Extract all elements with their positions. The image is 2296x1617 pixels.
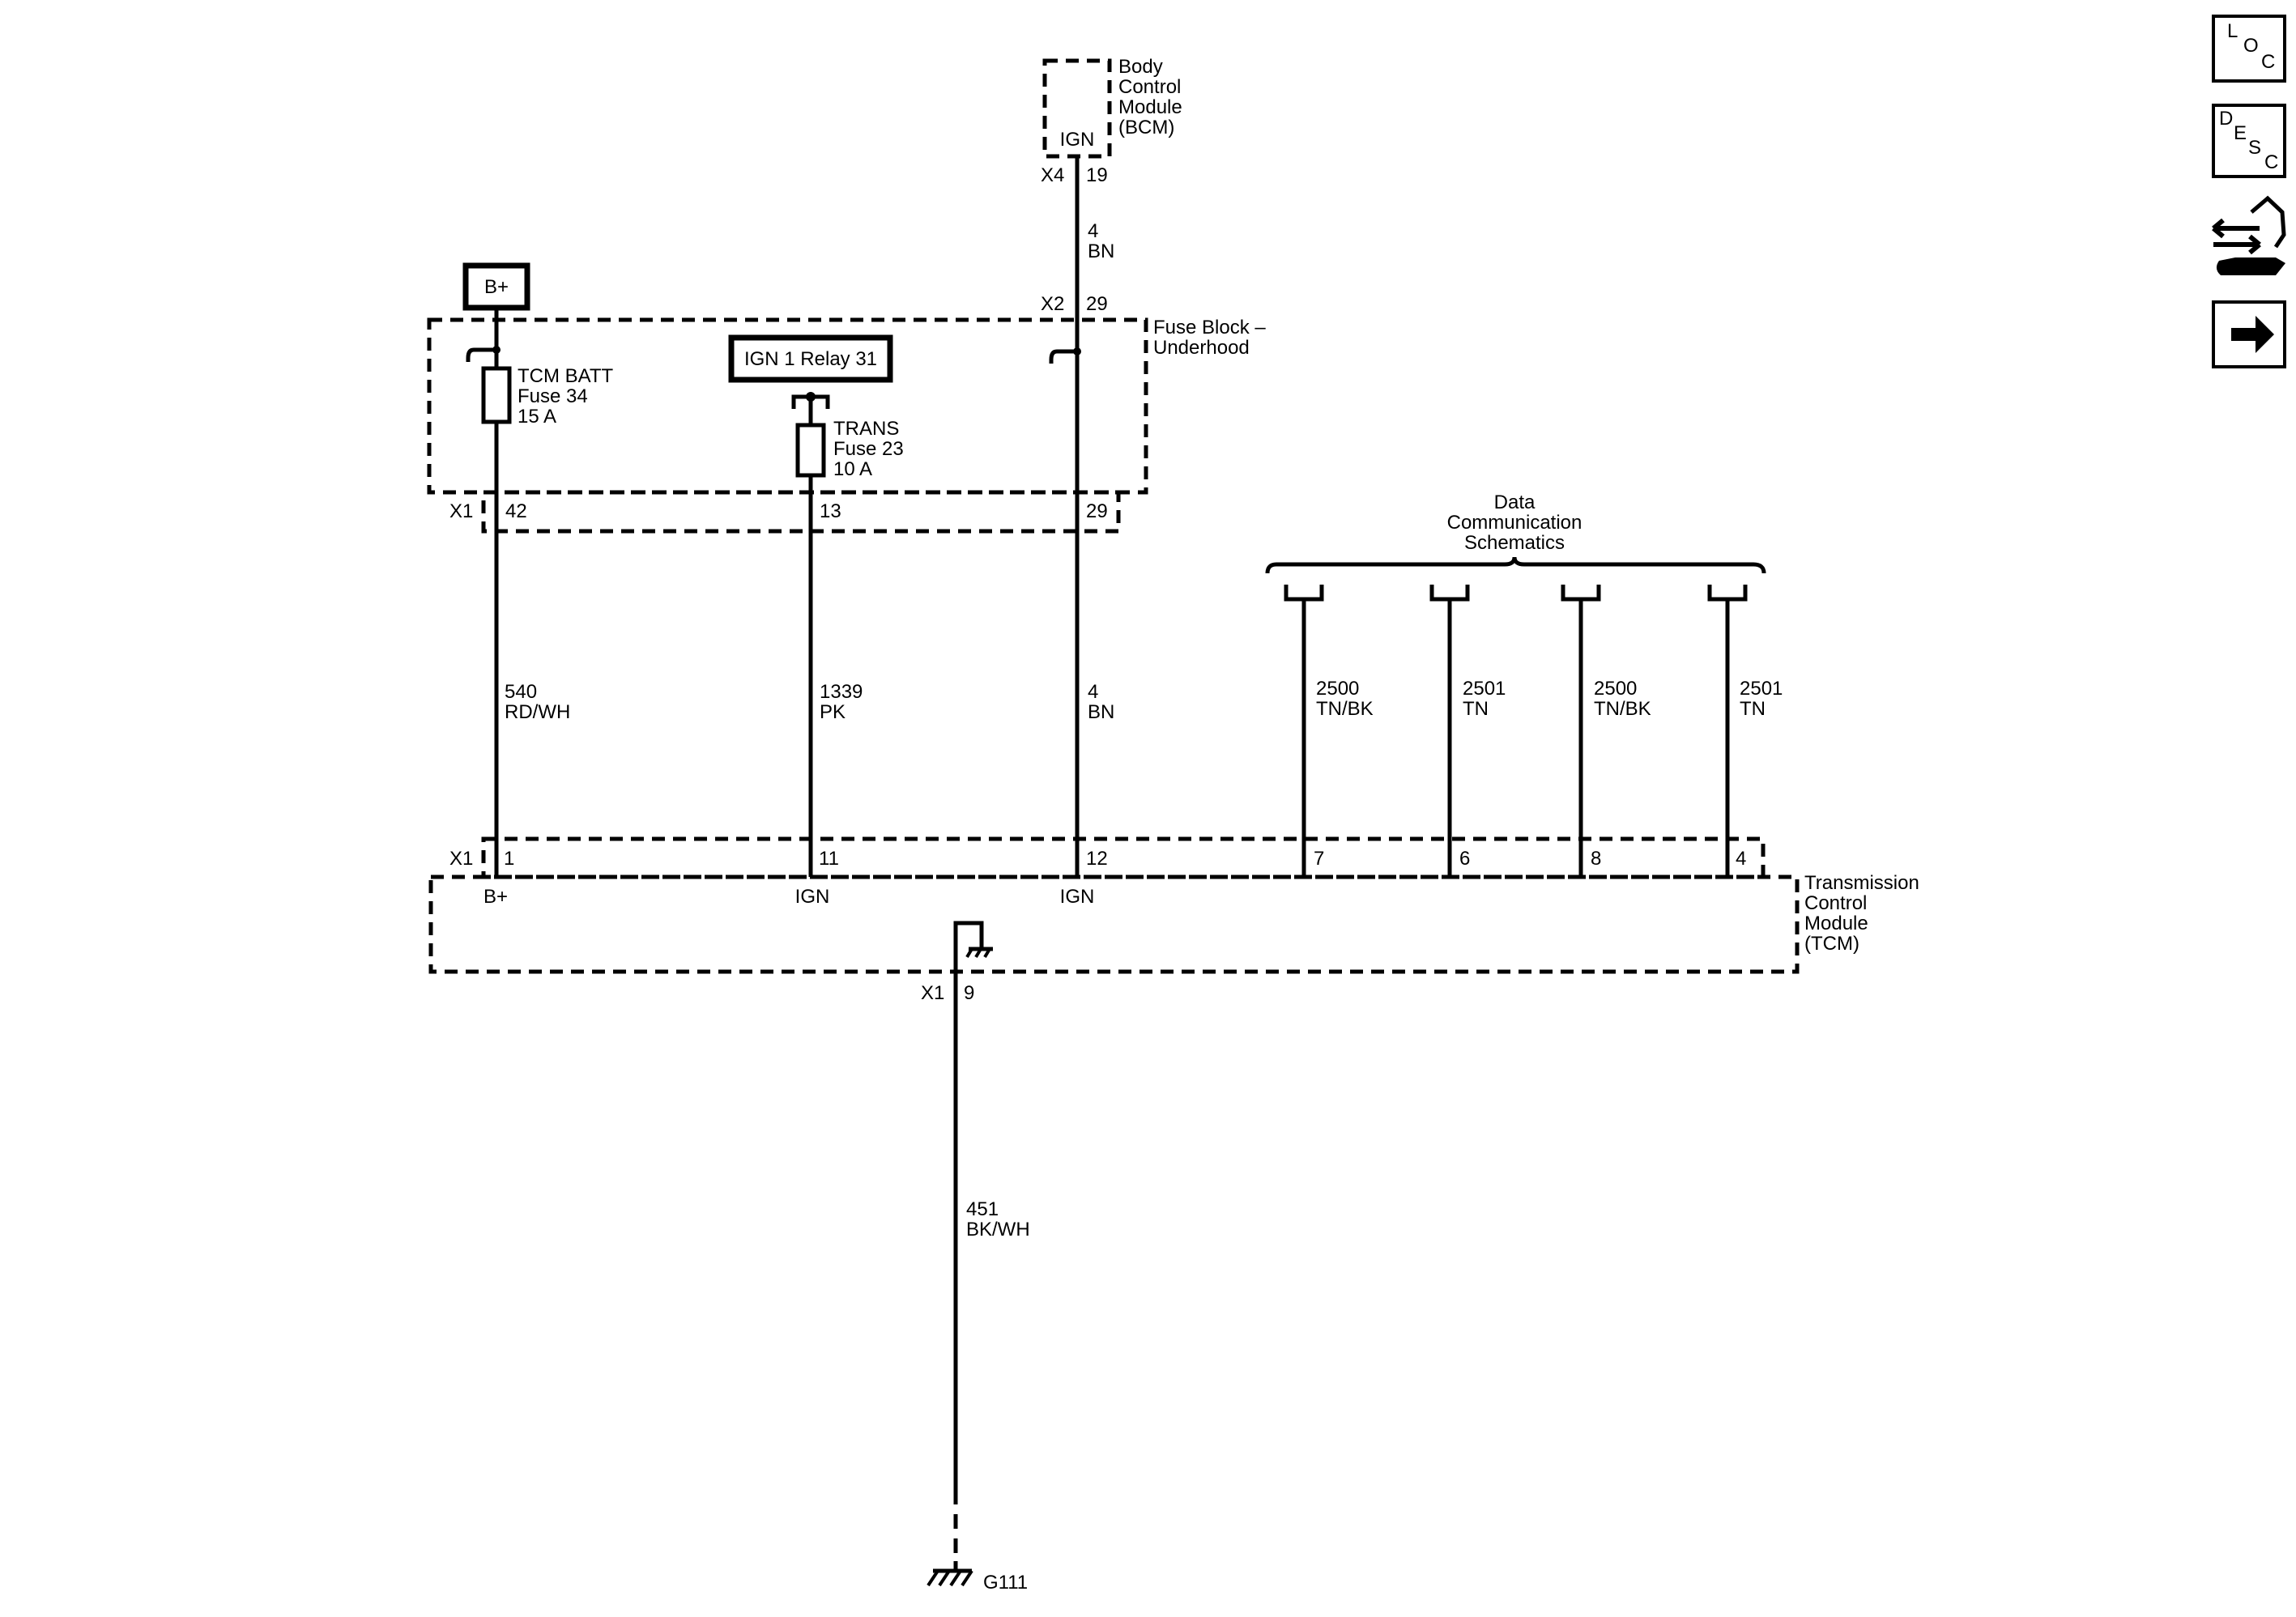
bcm-name-4: (BCM) [1118, 117, 1174, 138]
bcm-name-3: Module [1118, 96, 1182, 118]
tcm-pin-8: 8 [1591, 848, 1601, 870]
tcm-pin-label-batt: B+ [483, 886, 508, 908]
loc-letter-o: O [2243, 35, 2259, 57]
tcm-x1-connector [481, 836, 1766, 879]
wire-540-color: RD/WH [505, 701, 570, 723]
tcm-name-4: (TCM) [1804, 933, 1859, 955]
tcm-pin-label-ign-2: IGN [1060, 886, 1095, 908]
wire-2500-a-color: TN/BK [1316, 698, 1374, 720]
wire-4-color: BN [1088, 701, 1114, 723]
bcm-feed-wire-color: BN [1088, 240, 1114, 262]
ign-relay-box: IGN 1 Relay 31 [728, 334, 893, 383]
desc-letter-d: D [2219, 108, 2233, 130]
data-connector-3 [1561, 585, 1601, 877]
wire-2501-a-gauge: 2501 [1463, 678, 1506, 700]
bcm-pin-label: IGN [1060, 129, 1095, 151]
tcm-name-3: Module [1804, 913, 1868, 934]
desc-letter-c: C [2264, 151, 2278, 173]
fuse-block-out-connector: X1 [449, 500, 473, 522]
data-connector-4 [1707, 585, 1748, 877]
splice-tab-ign [1049, 349, 1077, 364]
bcm-pin: 19 [1086, 164, 1108, 186]
fuse-block-input-connector: X2 [1041, 293, 1064, 315]
battery-label: B+ [484, 276, 509, 298]
next-arrow-button[interactable] [2212, 300, 2286, 368]
splice-tab-batt [466, 347, 496, 362]
bcm-name-2: Control [1118, 76, 1181, 98]
data-comm-brace [1265, 556, 1766, 574]
wire-2501-b-color: TN [1740, 698, 1766, 720]
desc-letter-e: E [2234, 122, 2247, 144]
trans-fuse-rating: 10 A [833, 458, 872, 480]
wire-1339-gauge: 1339 [820, 681, 863, 703]
bcm-feed-wire-gauge: 4 [1088, 220, 1098, 242]
ground-pin: 9 [964, 982, 974, 1004]
ground-connector: X1 [921, 982, 944, 1004]
data-connector-2 [1429, 585, 1470, 877]
desc-button[interactable]: D E S C [2212, 104, 2286, 178]
tcm-batt-fuse-rating: 15 A [518, 406, 556, 428]
wire-1339-color: PK [820, 701, 846, 723]
tcm-module: Transmission Control Module (TCM) [428, 872, 1919, 974]
wire-4-gauge: 4 [1088, 681, 1098, 703]
wire-540-gauge: 540 [505, 681, 537, 703]
wire-2501-a-color: TN [1463, 698, 1489, 720]
ign-relay-label: IGN 1 Relay 31 [744, 348, 877, 370]
bcm-connector: X4 [1041, 164, 1064, 186]
battery-symbol: B+ [462, 262, 530, 311]
tcm-pin-6: 6 [1459, 848, 1470, 870]
tcm-pin-12: 12 [1086, 848, 1108, 870]
trans-fuse-number: Fuse 23 [833, 438, 904, 460]
fuse-block-name-1: Fuse Block – [1153, 317, 1266, 338]
tcm-pin-11: 11 [819, 848, 839, 870]
wire-451-color: BK/WH [966, 1219, 1030, 1240]
chassis-ground-icon [926, 1561, 973, 1587]
loc-letter-c: C [2261, 51, 2275, 73]
wire-2501-b-gauge: 2501 [1740, 678, 1783, 700]
loc-button[interactable]: L O C [2212, 15, 2286, 83]
tcm-pin-4: 4 [1736, 848, 1746, 870]
tcm-batt-fuse-number: Fuse 34 [518, 385, 588, 407]
trans-fuse [795, 423, 826, 478]
tcm-batt-fuse [481, 366, 512, 424]
fuse-block-name-2: Underhood [1153, 337, 1250, 359]
fuse-block-input-pin: 29 [1086, 293, 1108, 315]
fuse-block: Fuse Block – Underhood [427, 317, 1266, 495]
tcm-pin-1: 1 [504, 848, 514, 870]
arrow-right-icon [2231, 316, 2274, 353]
tcm-batt-fuse-name: TCM BATT [518, 365, 614, 387]
fuse-block-x1-connector [481, 490, 1121, 534]
tcm-connector: X1 [449, 848, 473, 870]
connector-repair-icon[interactable] [2212, 195, 2286, 275]
data-comm-line-3: Schematics [1464, 532, 1565, 554]
data-connector-1 [1284, 585, 1324, 877]
wire-2500-b-gauge: 2500 [1594, 678, 1637, 700]
internal-ground-icon [953, 921, 993, 959]
data-comm-line-2: Communication [1447, 512, 1582, 534]
wire-451-gauge: 451 [966, 1198, 999, 1220]
bcm-module: IGN Body Control Module (BCM) [1042, 56, 1182, 159]
tcm-name-1: Transmission [1804, 872, 1919, 894]
fuse-block-pin-13: 13 [820, 500, 841, 522]
desc-letter-s: S [2248, 137, 2261, 159]
wire-2500-a-gauge: 2500 [1316, 678, 1359, 700]
loc-letter-l: L [2227, 20, 2238, 42]
tcm-name-2: Control [1804, 892, 1867, 914]
tcm-pin-label-ign-1: IGN [795, 886, 830, 908]
fuse-block-pin-29: 29 [1086, 500, 1108, 522]
wire-2500-b-color: TN/BK [1594, 698, 1651, 720]
data-comm-line-1: Data [1494, 491, 1536, 513]
trans-fuse-name: TRANS [833, 418, 899, 440]
bcm-name-1: Body [1118, 56, 1163, 78]
tcm-pin-7: 7 [1314, 848, 1324, 870]
ground-label: G111 [983, 1572, 1028, 1594]
fuse-block-pin-42: 42 [505, 500, 527, 522]
